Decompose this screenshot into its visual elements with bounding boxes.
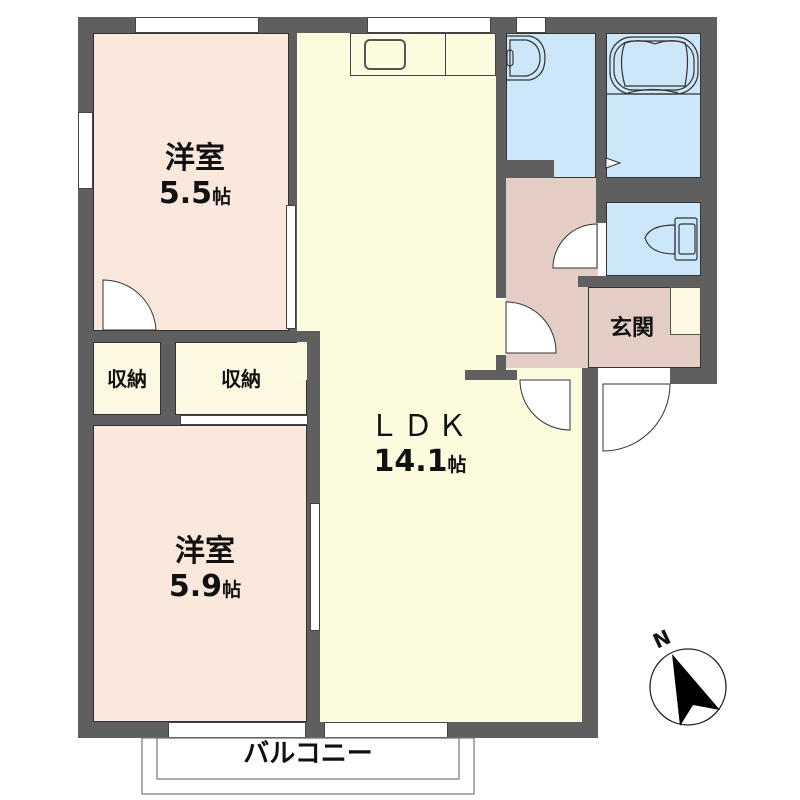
kitchen-counter-divider: [445, 33, 446, 76]
room-label-ldk: ＬＤＫ 14.1帖: [345, 409, 495, 479]
wall-north-room-right: [289, 33, 297, 331]
window-kitchen-top: [367, 17, 491, 33]
storage-label-small: 収納: [107, 367, 147, 391]
room-name-south: 洋室: [175, 534, 235, 569]
wall-toilet-left: [596, 178, 606, 223]
wall-washroom-bottom: [506, 160, 554, 178]
sliding-door-south-room: [310, 503, 320, 631]
room-size-south: 5.9: [168, 568, 223, 604]
wall-hall-left-stub: [496, 355, 506, 380]
compass-icon: [649, 648, 727, 726]
room-name-north: 洋室: [165, 141, 225, 176]
room-size-ldk: 14.1: [373, 443, 448, 479]
window-north-room-left: [78, 112, 93, 189]
room-name-ldk: ＬＤＫ: [369, 409, 471, 444]
toilet-icon: [644, 217, 698, 261]
wall-toilet-bottom: [578, 276, 701, 287]
bathtub-icon: [606, 36, 701, 95]
room-label-south: 洋室 5.9帖: [130, 534, 280, 604]
wall-right: [701, 17, 717, 384]
room-label-north: 洋室 5.5帖: [120, 141, 270, 211]
wall-north-room-bottom: [93, 331, 320, 342]
wall-bath-bottom: [596, 178, 701, 202]
western-room-south: [93, 425, 307, 722]
wall-entrance-bottom: [670, 368, 717, 384]
room-unit-ldk: 帖: [447, 453, 467, 476]
washroom: [506, 33, 596, 178]
wall-hall-bottom-stub: [465, 370, 517, 380]
window-north-room-top: [135, 17, 259, 33]
door-swings: [102, 223, 671, 452]
room-unit-south: 帖: [222, 578, 242, 601]
washbasin-icon: [506, 35, 546, 81]
ldk: [297, 33, 496, 333]
shoe-cabinet: [670, 287, 701, 335]
entrance-label: 玄関: [609, 316, 654, 341]
room-unit-north: 帖: [212, 185, 232, 208]
balcony-outline: [141, 737, 475, 795]
storage-large: [175, 342, 307, 415]
toilet: [606, 202, 701, 276]
sliding-door-north-room: [286, 205, 296, 329]
wall-ldk-wet: [496, 33, 506, 298]
wall-left: [78, 17, 93, 738]
storage-label-large: 収納: [221, 367, 261, 391]
window-washroom-top: [516, 17, 546, 33]
wall-ldk-right: [582, 368, 598, 738]
kitchen-sink: [364, 39, 406, 70]
western-room-north: [93, 33, 289, 331]
wall-wash-bath: [596, 33, 606, 178]
sliding-door-storage: [180, 415, 308, 425]
storage-small: [93, 342, 161, 415]
ldk-mid: [297, 300, 507, 380]
room-size-north: 5.5: [158, 175, 213, 211]
balcony-label: バルコニー: [243, 739, 373, 769]
wall-storage-divider: [161, 342, 175, 425]
